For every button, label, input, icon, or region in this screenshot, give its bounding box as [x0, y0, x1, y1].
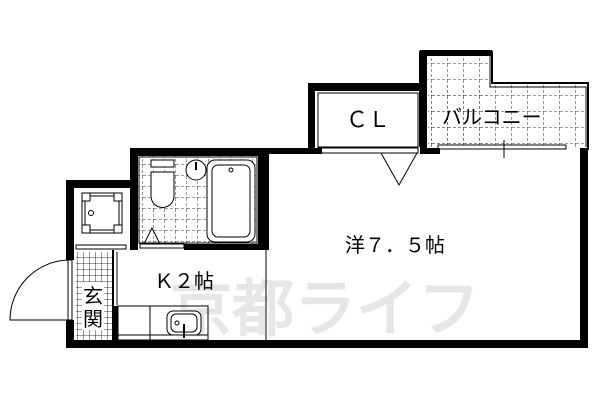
- kitchen-label: Ｋ２帖: [154, 269, 214, 293]
- closet: ＣＬ: [308, 83, 424, 187]
- closet-label: ＣＬ: [346, 108, 390, 133]
- svg-text:京都ライフ: 京都ライフ: [170, 272, 480, 345]
- entrance-label-top: 玄: [83, 284, 103, 308]
- watermark: 京都ライフ: [170, 272, 480, 345]
- western-room-label: 洋７．５帖: [345, 233, 445, 257]
- entrance: 玄 関: [9, 250, 114, 348]
- balcony: バルコニー: [419, 50, 589, 158]
- washing-machine-area: [66, 180, 134, 250]
- entrance-label-bottom: 関: [83, 307, 103, 331]
- bathroom: [130, 148, 266, 250]
- balcony-label: バルコニー: [442, 105, 542, 129]
- kitchen: Ｋ２帖: [114, 252, 214, 341]
